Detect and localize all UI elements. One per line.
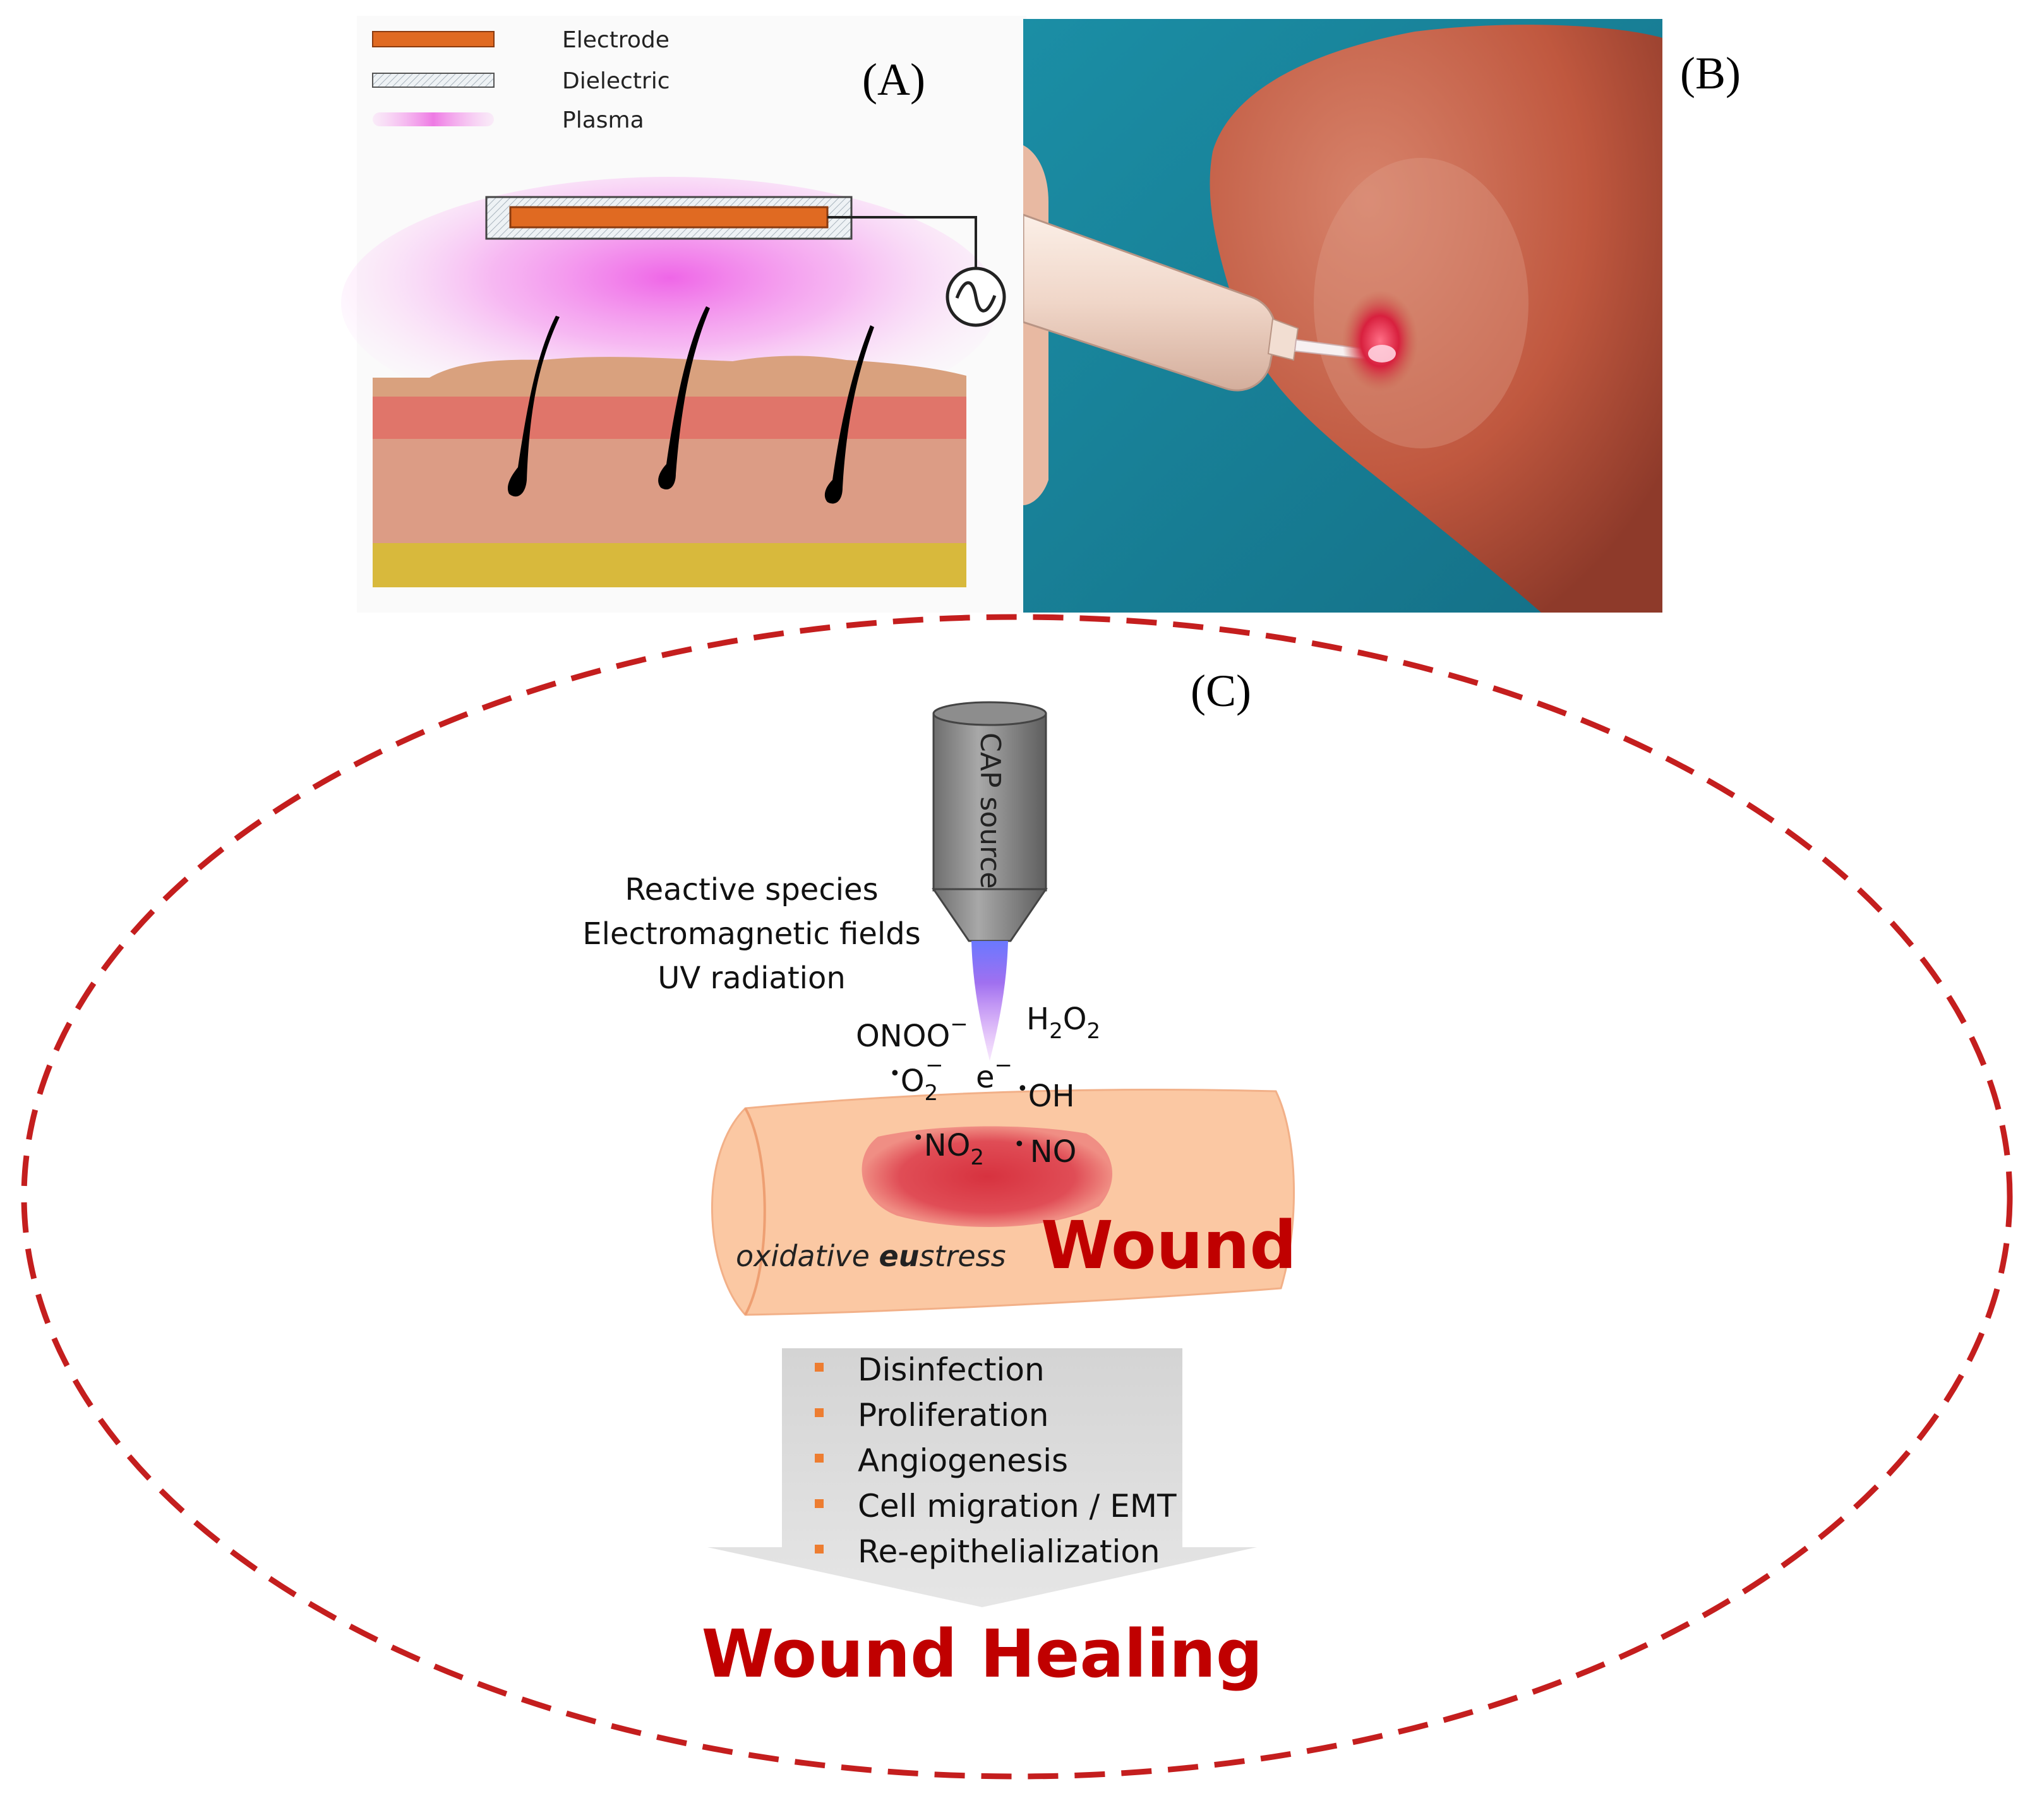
effect-bullet-3 <box>815 1454 824 1463</box>
oxidative-eustress-label: oxidative eustress <box>736 1239 1006 1273</box>
electrode-assembly <box>485 196 1006 327</box>
legend-swatch-plasma <box>373 112 494 126</box>
panel-b-tag: (B) <box>1680 48 1741 99</box>
cap-source-nozzle <box>932 888 1048 942</box>
panel-c: (C) CAP source Reactive species Electrom… <box>21 614 2013 1780</box>
panel-c-tag: (C) <box>1191 666 1251 716</box>
effect-bullet-1 <box>815 1363 824 1372</box>
legend-label-plasma: Plasma <box>562 107 644 133</box>
legend-label-electrode: Electrode <box>562 27 670 53</box>
fat-layer <box>373 542 966 587</box>
effects-list: Disinfection Proliferation Angiogenesis … <box>815 1351 1177 1570</box>
cap-source-label: CAP source <box>974 733 1006 889</box>
effect-proliferation: Proliferation <box>858 1397 1048 1434</box>
reactive-species: ONOO− H2O2 •O2− e− •OH •NO2 •NO <box>856 1002 1100 1170</box>
electrode-wire <box>827 216 977 278</box>
photo-skin-highlight <box>1314 158 1528 448</box>
panel-b: (B) <box>1023 19 1741 613</box>
legend: Electrode Dielectric Plasma <box>372 27 670 133</box>
wound-label: Wound <box>1041 1207 1297 1284</box>
epidermis-layer <box>373 356 966 397</box>
dermis-upper-layer <box>373 395 966 439</box>
effect-bullet-2 <box>815 1408 824 1417</box>
species-nitric-oxide: •NO <box>1014 1134 1076 1170</box>
species-hydrogen-peroxide: H2O2 <box>1026 1002 1100 1044</box>
panel-a-tag: (A) <box>862 54 925 105</box>
effect-re-epithelialization: Re-epithelialization <box>858 1533 1160 1570</box>
tissue-edge <box>744 1108 766 1315</box>
species-superoxide: •O2− <box>889 1053 944 1106</box>
cap-source-top <box>932 701 1047 726</box>
effects-arrow <box>707 1348 1257 1607</box>
effect-cell-migration: Cell migration / EMT <box>858 1488 1177 1524</box>
hair-2 <box>658 306 710 490</box>
hair-3 <box>824 325 874 504</box>
effect-bullet-4 <box>815 1499 824 1508</box>
electrode <box>509 206 829 229</box>
emission-uv-radiation: UV radiation <box>658 961 846 996</box>
cap-source-body <box>932 712 1047 892</box>
tissue-wound <box>862 1126 1113 1228</box>
effect-bullet-5 <box>815 1545 824 1554</box>
emission-reactive-species: Reactive species <box>625 872 878 907</box>
emission-electromagnetic-fields: Electromagnetic fields <box>582 916 920 952</box>
dashed-boundary <box>21 614 2013 1780</box>
emissions-list: Reactive species Electromagnetic fields … <box>582 872 920 996</box>
photo-plasma-glow <box>1368 345 1396 362</box>
species-electron: e− <box>976 1053 1012 1095</box>
effect-disinfection: Disinfection <box>858 1351 1045 1388</box>
legend-swatch-electrode <box>372 31 495 47</box>
species-hydroxyl: •OH <box>1017 1078 1075 1114</box>
panel-a: Electrode Dielectric Plasma (A) <box>341 16 1026 613</box>
species-nitrogen-dioxide: •NO2 <box>913 1127 984 1170</box>
cap-source: CAP source <box>932 701 1048 942</box>
plasma-jet <box>971 941 1008 1061</box>
legend-label-dielectric: Dielectric <box>562 68 670 94</box>
ac-source-icon <box>946 266 1006 327</box>
photo-wound <box>1342 290 1418 392</box>
tissue-block <box>711 1088 1295 1316</box>
hair-1 <box>507 316 560 497</box>
hair-follicles <box>507 306 874 504</box>
photo-skin <box>1210 25 1662 613</box>
species-peroxynitrite: ONOO− <box>856 1012 968 1054</box>
legend-swatch-dielectric <box>372 73 495 88</box>
effect-angiogenesis: Angiogenesis <box>858 1442 1068 1479</box>
wound-healing-label: Wound Healing <box>702 1615 1263 1692</box>
